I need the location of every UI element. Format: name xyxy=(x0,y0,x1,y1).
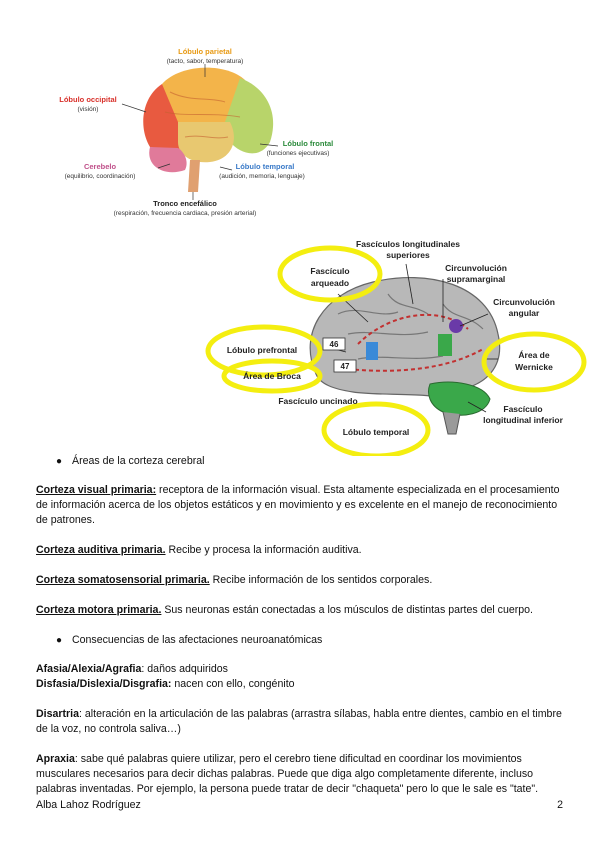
label-tronco: Tronco encefálico xyxy=(153,199,217,208)
label-circ-supramarginal-2: supramarginal xyxy=(447,274,506,284)
term-auditiva: Corteza auditiva primaria. xyxy=(36,544,166,556)
cerebellum-shape xyxy=(149,147,187,173)
text-disartria: : alteración en la articulación de las p… xyxy=(36,708,562,735)
label-area-47: 47 xyxy=(341,362,350,371)
bullet-item: ● Áreas de la corteza cerebral xyxy=(56,454,566,469)
label-fasciculo-arqueado-1: Fascículo xyxy=(310,266,349,276)
label-occipital: Lóbulo occipital xyxy=(59,95,117,104)
temporal-lobe-shape xyxy=(178,122,234,163)
label-wernicke-1: Área de xyxy=(518,350,549,360)
brain-lobes-figure: Lóbulo parietal (tacto, sabor, temperatu… xyxy=(59,47,333,217)
highlight-lobulo-prefrontal xyxy=(205,324,323,378)
label-occipital-sub: (visión) xyxy=(78,106,99,113)
label-circ-angular-2: angular xyxy=(509,308,540,318)
frontal-lobe-shape xyxy=(225,78,274,154)
term-somatosensorial: Corteza somatosensorial primaria. xyxy=(36,574,210,586)
label-frontal-sub: (funciones ejecutivas) xyxy=(267,150,330,157)
term-disartria: Disartria xyxy=(36,708,79,720)
paragraph-visual: Corteza visual primaria: receptora de la… xyxy=(36,483,566,528)
paragraph-somatosensorial: Corteza somatosensorial primaria. Recibe… xyxy=(36,573,566,588)
text-disfasia: nacen con ello, congénito xyxy=(171,678,295,690)
label-area-46: 46 xyxy=(330,340,339,349)
label-parietal: Lóbulo parietal xyxy=(178,47,232,56)
label-fasciculo-arqueado-2: arqueado xyxy=(311,278,349,288)
bullet-text: Áreas de la corteza cerebral xyxy=(72,455,205,467)
highlight-area-broca xyxy=(221,358,323,394)
language-areas-figure: Fascículos longitudinales superiores Fas… xyxy=(205,239,587,456)
text-somatosensorial: Recibe información de los sentidos corpo… xyxy=(209,574,433,586)
label-lobulo-prefrontal: Lóbulo prefrontal xyxy=(227,345,297,355)
highlight-wernicke xyxy=(481,331,587,393)
page-number: 2 xyxy=(557,799,563,811)
label-circ-supramarginal-1: Circunvolución xyxy=(445,263,507,273)
label-temporal-sub: (audición, memoria, lenguaje) xyxy=(219,173,305,180)
box-46 xyxy=(322,337,346,351)
label-lobulo-temporal: Lóbulo temporal xyxy=(343,427,410,437)
label-cerebelo-sub: (equilibrio, coordinación) xyxy=(65,173,136,180)
label-fasciculos-superiores-2: superiores xyxy=(386,250,430,260)
term-afasia: Afasia/Alexia/Agrafia xyxy=(36,663,142,675)
label-fasciculos-superiores-1: Fascículos longitudinales xyxy=(356,239,460,249)
term-motora: Corteza motora primaria. xyxy=(36,604,162,616)
term-disfasia: Disfasia/Dislexia/Disgrafia: xyxy=(36,678,172,690)
paragraph-motora: Corteza motora primaria. Sus neuronas es… xyxy=(36,603,566,618)
label-fasciculo-uncinado: Fascículo uncinado xyxy=(278,396,357,406)
paragraph-disartria: Disartria: alteración en la articulación… xyxy=(36,707,566,737)
brain-illustration xyxy=(143,67,274,192)
document-body: ● Áreas de la corteza cerebral Corteza v… xyxy=(36,454,566,812)
label-wernicke-2: Wernicke xyxy=(515,362,553,372)
footer-author: Alba Lahoz Rodríguez xyxy=(36,799,141,811)
parietal-lobe-shape xyxy=(162,67,245,122)
label-fasciculo-long-inf-1: Fascículo xyxy=(503,404,542,414)
paragraph-auditiva: Corteza auditiva primaria. Recibe y proc… xyxy=(36,543,566,558)
box-47 xyxy=(333,359,357,373)
label-frontal: Lóbulo frontal xyxy=(283,139,333,148)
highlight-lobulo-temporal xyxy=(321,401,431,456)
term-visual: Corteza visual primaria: xyxy=(36,484,157,496)
term-apraxia: Apraxia xyxy=(36,753,75,765)
page-footer: Alba Lahoz Rodríguez 2 xyxy=(36,799,563,811)
label-temporal: Lóbulo temporal xyxy=(236,162,295,171)
brain-gray-illustration xyxy=(309,276,501,435)
text-apraxia: : sabe qué palabras quiere utilizar, per… xyxy=(36,753,539,795)
label-fasciculo-long-inf-2: longitudinal inferior xyxy=(483,415,563,425)
label-area-broca: Área de Broca xyxy=(243,371,301,381)
paragraph-disfasia: Disfasia/Dislexia/Disgrafia: nacen con e… xyxy=(36,677,566,692)
text-motora: Sus neuronas están conectadas a los músc… xyxy=(161,604,533,616)
paragraph-apraxia: Apraxia: sabe qué palabras quiere utiliz… xyxy=(36,752,566,797)
bullet-dot-icon: ● xyxy=(56,635,63,646)
brainstem-shape xyxy=(188,160,200,192)
bullet-text: Consecuencias de las afectaciones neuroa… xyxy=(72,634,323,646)
bullet-dot-icon: ● xyxy=(56,456,63,467)
highlight-fasciculo-arqueado xyxy=(277,245,383,303)
label-circ-angular-1: Circunvolución xyxy=(493,297,555,307)
text-afasia: : daños adquiridos xyxy=(141,663,228,675)
label-tronco-sub: (respiración, frecuencia cardiaca, presi… xyxy=(114,210,257,217)
label-cerebelo: Cerebelo xyxy=(84,162,117,171)
bullet-item: ● Consecuencias de las afectaciones neur… xyxy=(56,633,566,648)
text-auditiva: Recibe y procesa la información auditiva… xyxy=(165,544,362,556)
text-visual: receptora de la información visual. Esta… xyxy=(36,484,560,526)
paragraph-afasia: Afasia/Alexia/Agrafia: daños adquiridos xyxy=(36,662,566,677)
label-parietal-sub: (tacto, sabor, temperatura) xyxy=(167,58,244,65)
